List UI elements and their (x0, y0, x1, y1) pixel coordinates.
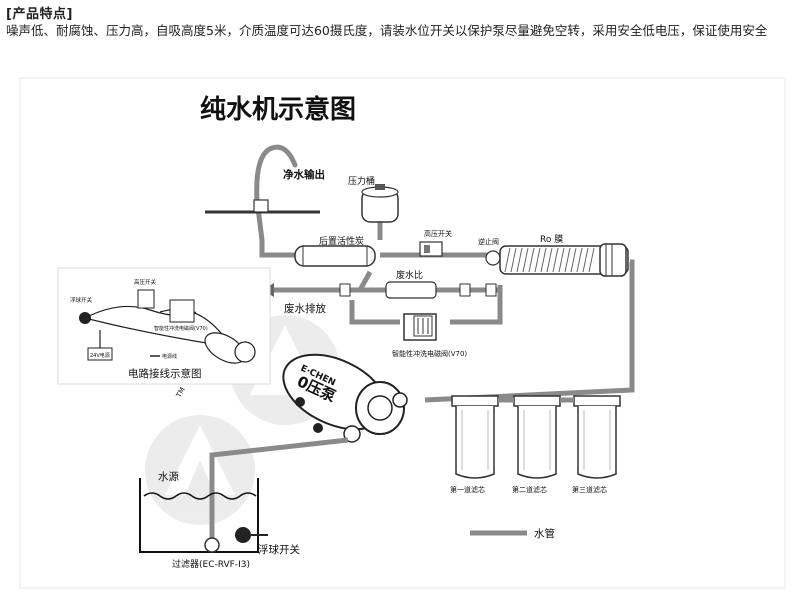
ro-membrane (499, 243, 629, 277)
inlet-pipe (209, 437, 349, 542)
inset-pressure-switch-label: 高压开关 (134, 278, 157, 286)
high-pressure-switch (419, 241, 443, 257)
inset-valve-label: 智能性冲洗电磁阀(V70) (154, 325, 208, 332)
high-pressure-switch-label: 高压开关 (424, 229, 452, 238)
inset-wire-label: 电源线 (162, 353, 177, 360)
water-source-tank (139, 478, 268, 553)
float-switch-label: 浮球开关 (258, 543, 300, 556)
inset-float-ball-icon (79, 312, 91, 324)
filter-cartridges (451, 395, 621, 479)
inset-pressure-switch-icon (137, 289, 155, 309)
pure-water-output-label: 净水输出 (283, 168, 325, 181)
check-valve (485, 250, 501, 266)
post-carbon-filter (294, 245, 376, 267)
flush-valve-label: 智能性冲洗电磁阀(V70) (392, 349, 467, 358)
float-ball-icon (235, 527, 251, 543)
inset-valve-icon (169, 299, 195, 323)
filter-3-label: 第三道滤芯 (572, 485, 607, 494)
filter-2-label: 第二道滤芯 (512, 485, 547, 494)
waste-discharge-label: 废水排放 (284, 302, 326, 315)
filter-cartridge-1 (451, 395, 499, 479)
filter-cartridge-2 (513, 395, 561, 479)
wiring-inset: 浮球开关 高压开关 智能性冲洗电磁阀(V70) 24V电源 电源线 电路接线示意… (57, 267, 271, 385)
diagram-title: 纯水机示意图 (200, 94, 356, 125)
inset-caption: 电路接线示意图 (128, 367, 202, 380)
filter-1-label: 第一道滤芯 (450, 485, 485, 494)
pipe-legend-label: 水管 (534, 527, 555, 540)
inset-float-switch-label: 浮球开关 (70, 296, 93, 304)
faucet-base (253, 199, 269, 213)
source-filter-icon (204, 537, 220, 553)
post-carbon-label: 后置活性炭 (319, 235, 364, 247)
ro-membrane-label: Ro 膜 (540, 234, 563, 245)
filter-cartridge-3 (573, 395, 621, 479)
waste-ratio-label: 废水比 (396, 269, 423, 281)
inset-power-box (87, 347, 113, 361)
booster-pump (282, 353, 408, 443)
pipe-legend: 水管 (470, 527, 555, 540)
source-filter-label: 过滤器(EC-RVF-I3) (172, 558, 250, 570)
flush-solenoid-valve (403, 313, 437, 341)
check-valve-label: 逆止阀 (478, 237, 499, 246)
section-heading: [产品特点] (6, 7, 73, 22)
waste-ratio-line (290, 281, 500, 299)
product-description: 噪声低、耐腐蚀、压力高，自吸高度5米，介质温度可达60摄氏度，请装水位开关以保护… (6, 23, 768, 38)
inset-pump-icon (204, 332, 256, 364)
pressure-tank (361, 184, 399, 240)
inset-power-label: 24V电源 (90, 352, 110, 359)
water-source-label: 水源 (158, 470, 179, 483)
pressure-tank-label: 压力桶 (348, 175, 375, 187)
